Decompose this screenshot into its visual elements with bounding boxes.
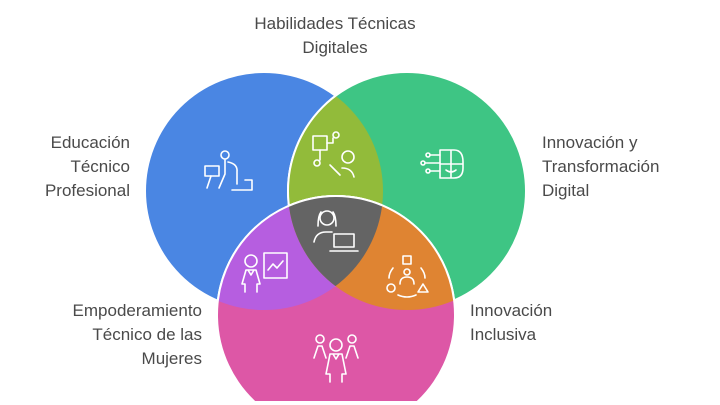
- network-people-icon: [312, 131, 355, 178]
- presenter-icon: [241, 252, 288, 293]
- woman-laptop-icon: [313, 210, 359, 252]
- label-innovacion-transformacion-digital: Innovación y Transformación Digital: [542, 133, 660, 200]
- label-innovacion-inclusiva: Innovación Inclusiva: [470, 301, 553, 344]
- label-empoderamiento-tecnico-mujeres: Empoderamiento Técnico de las Mujeres: [72, 301, 202, 368]
- women-group-icon: [313, 334, 359, 383]
- brain-circuit-icon: [420, 149, 464, 179]
- inclusion-shapes-icon: [386, 255, 429, 298]
- label-habilidades-tecnicas-digitales: Habilidades Técnicas Digitales: [254, 14, 416, 57]
- label-educacion-tecnico-profesional: Educación Técnico Profesional: [44, 133, 130, 200]
- laptop-worker-icon: [204, 150, 253, 191]
